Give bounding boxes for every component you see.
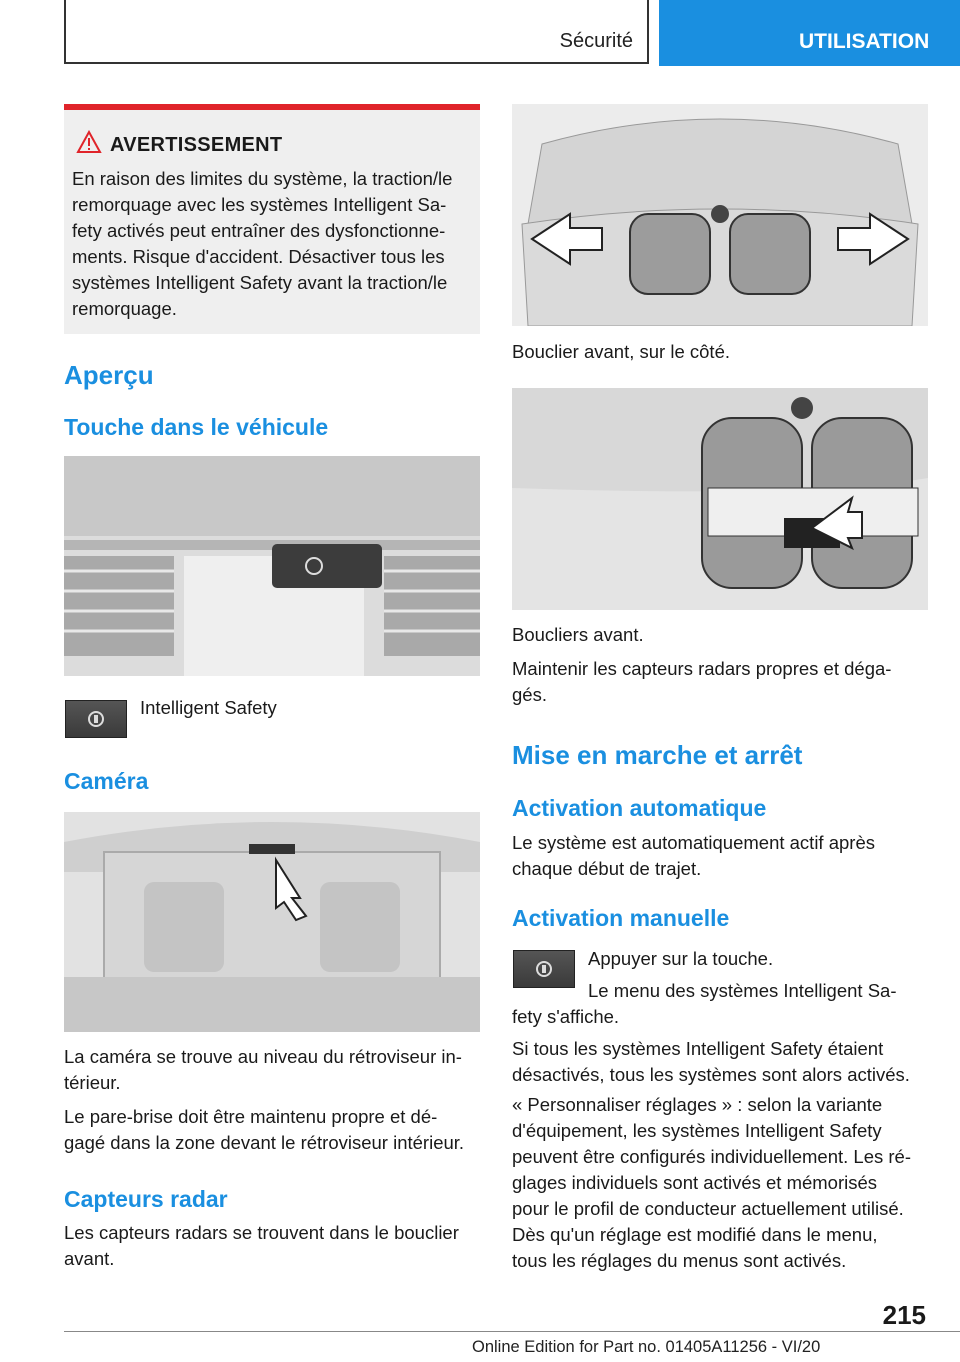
header-section-title: Sécurité [559, 30, 633, 52]
heading-activation-auto: Activation automatique [512, 795, 767, 821]
heading-camera: Caméra [64, 768, 149, 794]
warning-text: En raison des limites du système, la tra… [72, 168, 453, 319]
auto-text: Le système est automatiquement actif apr… [512, 832, 875, 879]
warning-box: AVERTISSEMENT En raison des limites du s… [64, 104, 480, 334]
footer-divider [64, 1331, 960, 1332]
figure-dashboard-button [64, 456, 480, 676]
heading-radar: Capteurs radar [64, 1186, 228, 1212]
heading-touche: Touche dans le véhicule [64, 414, 329, 440]
header-section-box: Sécurité [64, 0, 649, 64]
radar-maintenance-text: Maintenir les capteurs radars propres et… [512, 658, 892, 705]
page-number: 215 [882, 1300, 926, 1330]
camera-text-2: Le pare-brise doit être maintenu propre … [64, 1106, 465, 1153]
manual-step-2b: fety s'affiche. [512, 1006, 620, 1027]
manual-step-2a: Le menu des systèmes Intelligent Sa- [588, 980, 897, 1001]
header-chapter-tab: UTILISATION [659, 0, 960, 66]
radar-text: Les capteurs radars se trouvent dans le … [64, 1222, 459, 1269]
heading-mise-en-marche: Mise en marche et arrêt [512, 740, 803, 770]
figure-front-bumper-side [512, 104, 928, 326]
heading-apercu: Aperçu [64, 360, 154, 390]
paragraph-personnaliser: « Personnaliser réglages » : selon la va… [512, 1094, 912, 1271]
caption-bumper: Boucliers avant. [512, 624, 644, 645]
camera-text-1: La caméra se trouve au niveau du rétrovi… [64, 1046, 462, 1093]
footer-edition: Online Edition for Part no. 01405A11256 … [472, 1338, 821, 1356]
figure-camera-windshield [64, 812, 480, 1032]
paragraph-si-tous: Si tous les systèmes Intelligent Safety … [512, 1038, 910, 1085]
figure-front-bumper [512, 388, 928, 610]
header-chapter-title: UTILISATION [799, 30, 930, 53]
intelligent-safety-button-icon [65, 700, 127, 738]
button-label: Intelligent Safety [140, 697, 277, 718]
manual-step-1: Appuyer sur la touche. [588, 948, 774, 969]
warning-triangle-icon [76, 130, 102, 153]
warning-title: AVERTISSEMENT [110, 134, 283, 156]
intelligent-safety-button-icon-2 [513, 950, 575, 988]
heading-activation-manuelle: Activation manuelle [512, 905, 730, 931]
caption-bumper-side: Bouclier avant, sur le côté. [512, 341, 730, 362]
